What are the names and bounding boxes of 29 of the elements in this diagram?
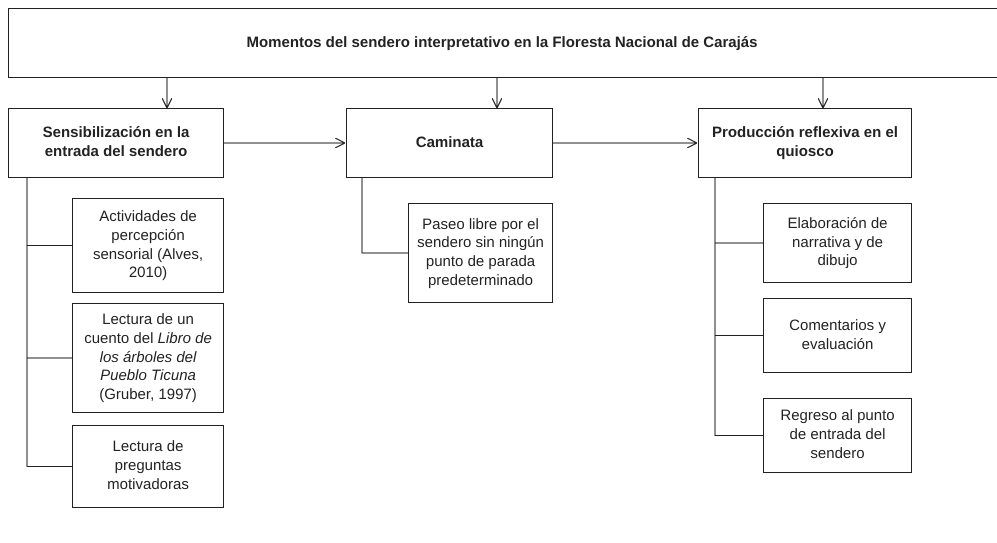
- connector-line: [362, 178, 408, 254]
- title-box: [8, 8, 997, 78]
- step-heading: Sensibilización en la entrada del sendero: [42, 124, 190, 162]
- activity-box: [408, 203, 553, 303]
- step-box: [698, 108, 912, 178]
- step-box: [8, 108, 224, 178]
- step-box: [346, 108, 553, 178]
- arrow: [224, 137, 346, 149]
- activity-text: Comentarios y evaluación: [788, 316, 887, 354]
- activity-text: Actividades de percepción sensorial (Alves, 2010): [92, 208, 204, 283]
- activity-text: Regreso al punto de entrada del sendero: [779, 407, 896, 464]
- activity-box: [72, 425, 224, 508]
- step-heading: Caminata: [414, 134, 484, 152]
- activity-text: Lectura de un cuento del Libro de los árboles del Pueblo Ticuna (Gruber, 1997): [83, 311, 213, 405]
- activity-text: Lectura de preguntas motivadoras: [106, 438, 190, 495]
- arrow: [552, 137, 698, 149]
- activity-text: Paseo libre por el sendero sin ningún punto de parada predeterminado: [416, 216, 545, 290]
- connector-line: [714, 178, 764, 436]
- step-heading: Producción reflexiva en el quiosco: [711, 124, 899, 162]
- activity-text: Elaboración de narrativa y de dibujo: [786, 214, 889, 272]
- activity-box: [72, 303, 224, 413]
- arrow: [161, 78, 173, 109]
- arrow: [491, 78, 503, 109]
- activity-box: [72, 198, 224, 293]
- activity-box: [763, 298, 912, 373]
- activity-box: [763, 203, 912, 283]
- activity-box: [763, 398, 912, 473]
- heading-text: Momentos del sendero interpretativo en la Floresta Nacional de Carajás: [246, 34, 758, 52]
- arrow: [817, 78, 829, 109]
